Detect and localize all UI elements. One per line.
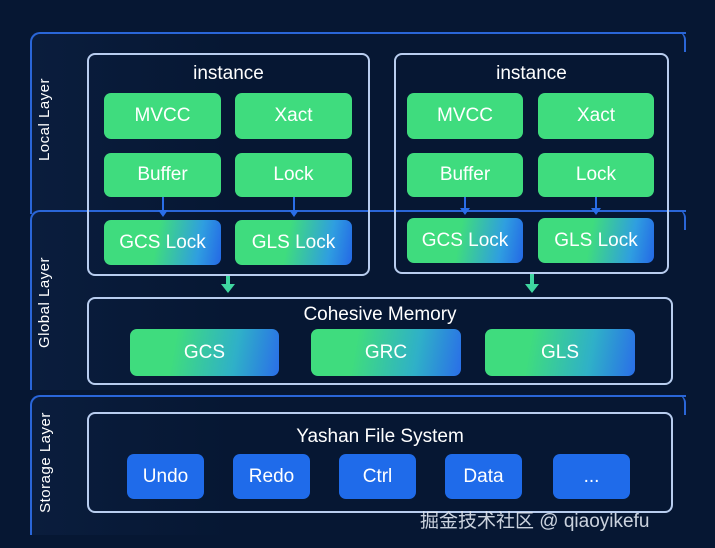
arrow-down-icon xyxy=(158,197,168,217)
instance-panel: instance xyxy=(87,53,370,276)
ctrl-file: Ctrl xyxy=(339,454,416,499)
lock-module: Lock xyxy=(538,153,654,197)
instance-title: instance xyxy=(193,63,264,84)
gls-lock-module: GLS Lock xyxy=(538,218,654,263)
local-layer-label: Local Layer xyxy=(36,77,54,161)
gcs-module: GCS xyxy=(130,329,279,376)
buffer-module: Buffer xyxy=(407,153,523,197)
file-system-panel: Yashan File System xyxy=(87,412,673,513)
arrow-down-icon xyxy=(289,197,299,217)
arrow-down-icon xyxy=(221,276,235,293)
more-files: ... xyxy=(553,454,630,499)
redo-file: Redo xyxy=(233,454,310,499)
undo-file: Undo xyxy=(127,454,204,499)
watermark: 掘金技术社区 @ qiaoyikefu xyxy=(420,511,650,532)
data-file: Data xyxy=(445,454,522,499)
xact-module: Xact xyxy=(235,93,352,139)
instance-title: instance xyxy=(496,63,567,84)
mvcc-module: MVCC xyxy=(407,93,523,139)
arrow-down-icon xyxy=(460,197,470,215)
arrow-down-icon xyxy=(525,274,539,293)
mvcc-module: MVCC xyxy=(104,93,221,139)
grc-module: GRC xyxy=(311,329,461,376)
gcs-lock-module: GCS Lock xyxy=(407,218,523,263)
cohesive-memory-panel: Cohesive Memory xyxy=(87,297,673,385)
arrow-down-icon xyxy=(591,197,601,215)
xact-module: Xact xyxy=(538,93,654,139)
lock-module: Lock xyxy=(235,153,352,197)
buffer-module: Buffer xyxy=(104,153,221,197)
gls-module: GLS xyxy=(485,329,635,376)
gls-lock-module: GLS Lock xyxy=(235,220,352,265)
gcs-lock-module: GCS Lock xyxy=(104,220,221,265)
global-layer-label: Global Layer xyxy=(36,256,54,348)
storage-layer-label: Storage Layer xyxy=(36,411,54,513)
cohesive-memory-title: Cohesive Memory xyxy=(303,304,457,325)
file-system-title: Yashan File System xyxy=(296,426,464,447)
instance-panel: instance xyxy=(394,53,669,274)
